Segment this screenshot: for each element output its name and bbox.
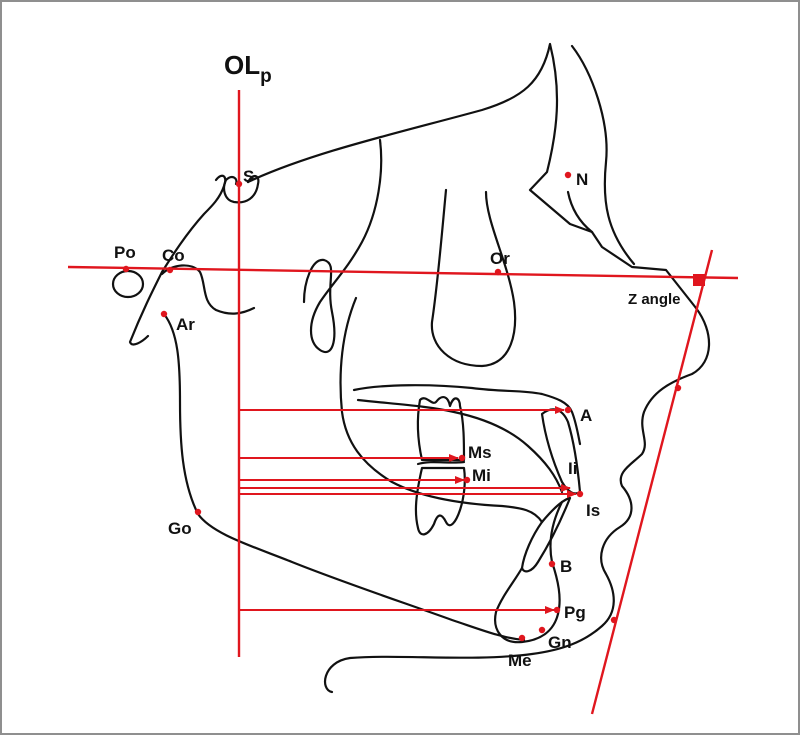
label-go: Go: [168, 519, 192, 538]
landmark-points: [122, 171, 682, 642]
label-ii: Ii: [568, 459, 577, 478]
mandible-inner-contour: [339, 296, 544, 524]
label-po: Po: [114, 243, 136, 262]
label-ar: Ar: [176, 315, 195, 334]
inner-nasal-line: [566, 190, 594, 234]
label-is: Is: [586, 501, 600, 520]
palate-lower-outline: [356, 398, 564, 494]
olp-label-subscript: p: [260, 66, 272, 87]
z-angle-marker: [693, 274, 705, 286]
point-co: [166, 266, 174, 274]
lower-molar: [414, 466, 466, 536]
point-ms: [458, 454, 466, 462]
point-go: [194, 508, 202, 516]
mandibular-symphysis: [494, 500, 564, 644]
point-or: [494, 268, 502, 276]
olp-label: OLp: [224, 50, 272, 87]
ramus-posterior-border: [162, 312, 526, 642]
pterygoid-outline: [302, 138, 383, 353]
occipital-outline: [128, 174, 227, 346]
point-pg: [553, 606, 561, 614]
orbit-outline: [430, 188, 517, 368]
label-s: S: [243, 167, 254, 186]
label-a: A: [580, 406, 592, 425]
point-is: [576, 490, 584, 498]
cranial-base-line: [246, 42, 698, 310]
label-mi: Mi: [472, 466, 491, 485]
frankfort-horizontal-line: [67, 265, 739, 280]
label-pg: Pg: [564, 603, 586, 622]
label-co: Co: [162, 246, 185, 265]
label-me: Me: [508, 651, 532, 670]
condyle-outline: [160, 264, 256, 315]
point-soft-nose: [674, 384, 682, 392]
point-n: [564, 171, 572, 179]
soft-tissue-profile: [324, 306, 711, 694]
landmark-labels: OLp S N Po Co Or Ar Z angle A Ms Mi Ii I…: [114, 50, 681, 670]
occlusal-contact: [416, 460, 466, 466]
upper-molar: [416, 396, 466, 462]
olp-label-main: OL: [224, 50, 260, 80]
point-mi: [463, 476, 471, 484]
label-n: N: [576, 170, 588, 189]
label-or: Or: [490, 249, 510, 268]
profile-line: [590, 249, 714, 715]
point-s: [235, 180, 243, 188]
maxilla-outline: [352, 384, 582, 446]
reference-lines: [67, 90, 739, 715]
point-ar: [160, 310, 168, 318]
skull-outline: [111, 42, 711, 694]
frontal-nasal-profile: [570, 44, 636, 266]
point-soft-chin: [610, 616, 618, 624]
porion-ear-rod: [111, 269, 145, 299]
point-gn: [538, 626, 546, 634]
label-z-angle: Z angle: [628, 291, 681, 308]
point-po: [122, 265, 130, 273]
point-me: [518, 634, 526, 642]
point-b: [548, 560, 556, 568]
label-ms: Ms: [468, 443, 492, 462]
sella-turcica: [223, 175, 260, 204]
label-gn: Gn: [548, 633, 572, 652]
point-a: [564, 406, 572, 414]
label-b: B: [560, 557, 572, 576]
